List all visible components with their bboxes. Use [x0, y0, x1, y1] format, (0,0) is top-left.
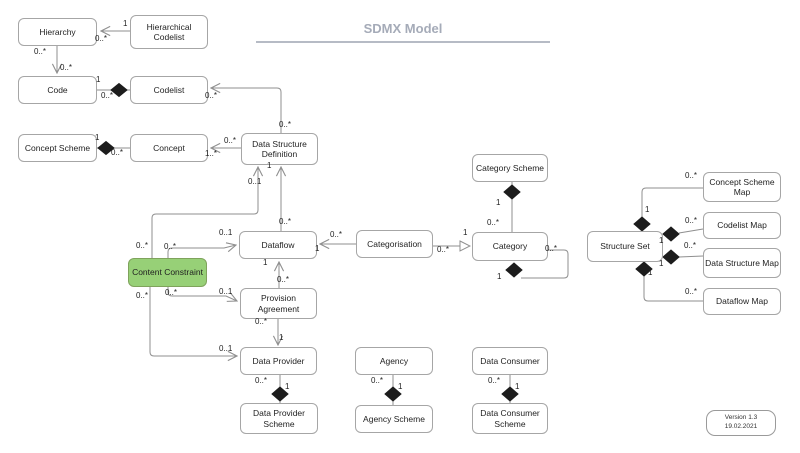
- multiplicity-label: 0..*: [488, 376, 501, 385]
- node-content-constraint: Content Constraint: [128, 258, 207, 287]
- multiplicity-label: 1: [263, 258, 268, 267]
- node-category: Category: [472, 232, 548, 261]
- diamond-data-provider-scheme: [271, 386, 289, 402]
- node-dataflow: Dataflow: [239, 231, 317, 259]
- multiplicity-label: 1: [496, 198, 501, 207]
- multiplicity-label: 1: [96, 75, 101, 84]
- multiplicity-label: 0..*: [95, 34, 108, 43]
- multiplicity-label: 1: [645, 205, 650, 214]
- edge-structure-set-dataflow-map: [643, 276, 703, 302]
- multiplicity-label: 1: [659, 259, 664, 268]
- multiplicity-label: 0..*: [487, 218, 500, 227]
- node-data-provider: Data Provider: [240, 347, 317, 375]
- node-data-consumer-scheme: Data Consumer Scheme: [472, 403, 548, 434]
- multiplicity-label: 0..1: [219, 228, 233, 237]
- node-data-provider-scheme: Data Provider Scheme: [240, 403, 318, 434]
- multiplicity-label: 0..*: [224, 136, 237, 145]
- version-note: Version 1.3 19.02.2021: [706, 410, 776, 436]
- node-concept: Concept: [130, 134, 208, 162]
- edge-content-constraint-dsd: [151, 167, 258, 258]
- multiplicity-label: 0..*: [684, 241, 697, 250]
- multiplicity-label: 0..*: [255, 317, 268, 326]
- multiplicity-label: 0..*: [371, 376, 384, 385]
- title-underline: [256, 41, 550, 43]
- multiplicity-label: 1: [497, 272, 502, 281]
- multiplicity-label: 0..*: [685, 287, 698, 296]
- multiplicity-label: 1: [648, 268, 653, 277]
- multiplicity-label: 1: [659, 236, 664, 245]
- version-line: Version 1.3: [724, 414, 758, 422]
- node-agency-scheme: Agency Scheme: [355, 405, 433, 433]
- multiplicity-label: 1: [123, 19, 128, 28]
- multiplicity-label: 0..*: [437, 245, 450, 254]
- node-hierarchical-codelist: Hierarchical Codelist: [130, 15, 208, 49]
- node-concept-scheme-map: Concept Scheme Map: [703, 172, 781, 202]
- edge-structure-set-concept-scheme-map: [641, 187, 703, 217]
- multiplicity-label: 1: [95, 133, 100, 142]
- diamond-structure-set-top: [633, 216, 651, 232]
- diamond-structure-set-right2: [662, 249, 680, 265]
- edge-content-constraint-provision-agreement: [167, 287, 237, 301]
- multiplicity-label: 1: [267, 161, 272, 170]
- version-date: 19.02.2021: [724, 423, 758, 430]
- multiplicity-label: 1..*: [205, 149, 218, 158]
- node-data-structure-map: Data Structure Map: [703, 248, 781, 278]
- node-concept-scheme: Concept Scheme: [18, 134, 97, 162]
- multiplicity-label: 1: [279, 333, 284, 342]
- multiplicity-label: 0..*: [101, 91, 114, 100]
- node-structure-set: Structure Set: [587, 231, 663, 262]
- edge-structure-set-codelist-map: [678, 228, 704, 234]
- multiplicity-label: 1: [515, 382, 520, 391]
- multiplicity-label: 0..*: [685, 171, 698, 180]
- node-category-scheme: Category Scheme: [472, 154, 548, 182]
- diamond-codelist: [110, 82, 128, 98]
- multiplicity-label: 0..*: [330, 230, 343, 239]
- diamond-structure-set-bottom: [635, 261, 653, 277]
- multiplicity-label: 0..*: [34, 47, 47, 56]
- diamond-concept-scheme: [97, 140, 115, 156]
- multiplicity-label: 0..*: [277, 275, 290, 284]
- edge-structure-set-data-structure-map: [678, 255, 704, 258]
- multiplicity-label: 0..*: [255, 376, 268, 385]
- multiplicity-label: 0..*: [279, 217, 292, 226]
- diamond-structure-set-right1: [662, 226, 680, 242]
- multiplicity-label: 0..*: [685, 216, 698, 225]
- diamond-category-selfloop: [505, 262, 523, 278]
- node-hierarchy: Hierarchy: [18, 18, 97, 46]
- multiplicity-label: 0..*: [205, 91, 218, 100]
- node-dataflow-map: Dataflow Map: [703, 288, 781, 315]
- multiplicity-label: 0..*: [279, 120, 292, 129]
- multiplicity-label: 0..1: [219, 344, 233, 353]
- multiplicity-label: 1: [285, 382, 290, 391]
- node-provision-agreement: Provision Agreement: [240, 288, 317, 319]
- multiplicity-label: 0..*: [111, 148, 124, 157]
- multiplicity-label: 1: [315, 244, 320, 253]
- multiplicity-label: 0..*: [164, 242, 177, 251]
- multiplicity-label: 0..*: [545, 244, 558, 253]
- node-data-consumer: Data Consumer: [472, 347, 548, 375]
- edge-category-selfloop: [521, 249, 569, 279]
- multiplicity-label: 1: [398, 382, 403, 391]
- node-categorisation: Categorisation: [356, 230, 433, 258]
- node-codelist-map: Codelist Map: [703, 212, 781, 239]
- multiplicity-label: 0..*: [60, 63, 73, 72]
- multiplicity-label: 0..1: [219, 287, 233, 296]
- multiplicity-label: 0..*: [165, 288, 178, 297]
- edge-dsd-codelist: [211, 88, 282, 133]
- multiplicity-label: 0..*: [136, 291, 149, 300]
- edge-content-constraint-dataflow: [167, 245, 236, 258]
- multiplicity-label: 1: [463, 228, 468, 237]
- diamond-data-consumer-scheme: [501, 386, 519, 402]
- node-agency: Agency: [355, 347, 433, 375]
- multiplicity-label: 0..1: [248, 177, 262, 186]
- edge-content-constraint-data-provider: [149, 287, 237, 356]
- diamond-agency-scheme: [384, 386, 402, 402]
- node-data-structure-definition: Data Structure Definition: [241, 133, 318, 165]
- diamond-category-scheme: [503, 184, 521, 200]
- diagram-title: SDMX Model: [363, 21, 443, 36]
- multiplicity-label: 0..*: [136, 241, 149, 250]
- node-code: Code: [18, 76, 97, 104]
- node-codelist: Codelist: [130, 76, 208, 104]
